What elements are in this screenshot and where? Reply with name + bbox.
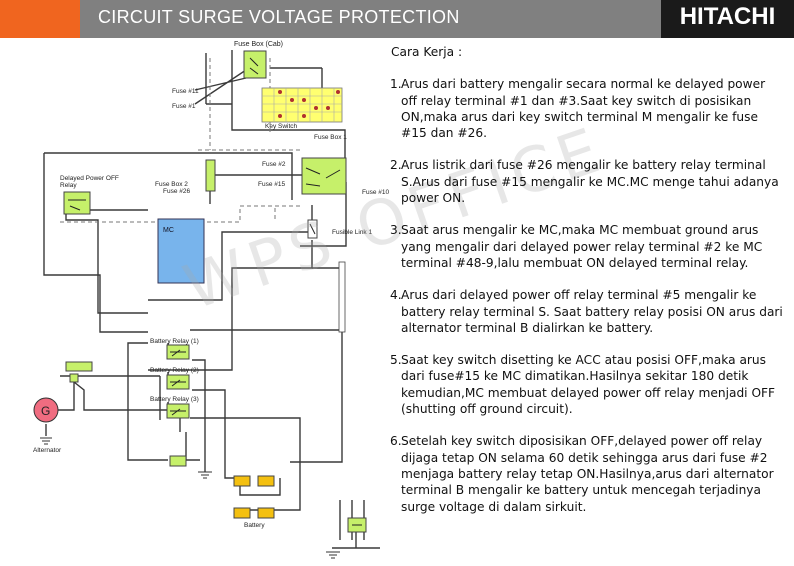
title-bar: CIRCUIT SURGE VOLTAGE PROTECTION (80, 0, 661, 38)
explanation-heading: Cara Kerja : (391, 45, 463, 59)
battery-relay-1 (166, 344, 190, 360)
fuse-1-label: Fuse #1 (172, 103, 196, 110)
step-text: Saat key switch disetting ke ACC atau po… (401, 353, 776, 417)
battery-relay-2 (166, 374, 190, 390)
mc-label: MC (163, 227, 174, 234)
key-switch: Key Switch (261, 87, 343, 130)
fuse-2-label: Fuse #2 (262, 161, 286, 168)
battery (233, 475, 275, 519)
battery-relay-3 (166, 403, 190, 419)
step-number: 1. (390, 77, 402, 92)
step-text: Arus dari delayed power off relay termin… (401, 288, 783, 335)
step-number: 3. (390, 223, 402, 238)
alternator-symbol: G (41, 404, 50, 418)
step-item: 3. Saat arus mengalir ke MC,maka MC memb… (390, 222, 786, 271)
fuse-26-label: Fuse #26 (163, 188, 190, 195)
step-number: 6. (390, 434, 402, 449)
header-bar: CIRCUIT SURGE VOLTAGE PROTECTION HITACHI (0, 0, 794, 38)
explanation-panel: Cara Kerja : 1. Arus dari battery mengal… (390, 44, 786, 531)
header-accent (0, 0, 80, 38)
step-number: 4. (390, 288, 402, 303)
fuse-15-label: Fuse #15 (258, 181, 285, 188)
step-number: 5. (390, 353, 402, 368)
step-text: Setelah key switch diposisikan OFF,delay… (401, 434, 774, 514)
battery-relay-1-label: Battery Relay (1) (150, 338, 199, 345)
brand-name: HITACHI (679, 3, 776, 30)
alternator-label: Alternator (33, 447, 62, 454)
fuse-10-label: Fuse #10 (362, 189, 389, 196)
delayed-relay-label-2: Relay (60, 182, 77, 189)
battery-label: Battery (244, 522, 265, 529)
fusible-link-label: Fusible Link 1 (332, 229, 372, 236)
step-text: Arus listrik dari fuse #26 mengalir ke b… (401, 158, 779, 206)
step-item: 4. Arus dari delayed power off relay ter… (390, 287, 786, 336)
step-item: 2. Arus listrik dari fuse #26 mengalir k… (390, 157, 786, 206)
key-switch-label: Key Switch (265, 123, 298, 130)
step-text: Saat arus mengalir ke MC,maka MC membuat… (401, 223, 763, 270)
step-item: 5. Saat key switch disetting ke ACC atau… (390, 352, 786, 417)
step-item: 6. Setelah key switch diposisikan OFF,de… (390, 433, 786, 514)
delayed-relay-label: Delayed Power OFF (60, 175, 119, 182)
fuse-box-2-label: Fuse Box 2 (155, 181, 188, 188)
brand-logo: HITACHI (661, 0, 794, 38)
step-item: 1. Arus dari battery mengalir secara nor… (390, 76, 786, 141)
battery-relay-2-label: Battery Relay (2) (150, 367, 199, 374)
fuse-11-label: Fuse #11 (172, 88, 199, 95)
step-number: 2. (390, 158, 402, 173)
step-text: Arus dari battery mengalir secara normal… (401, 77, 766, 141)
fuse-box-cab-label: Fuse Box (Cab) (234, 41, 283, 48)
fuse-box-1-label: Fuse Box 1 (314, 134, 347, 141)
page-title: CIRCUIT SURGE VOLTAGE PROTECTION (98, 7, 460, 27)
battery-relay-3-label: Battery Relay (3) (150, 396, 199, 403)
circuit-diagram: Fuse Box (Cab) Fuse #11 Fuse #1 Key Swit… (33, 41, 389, 559)
